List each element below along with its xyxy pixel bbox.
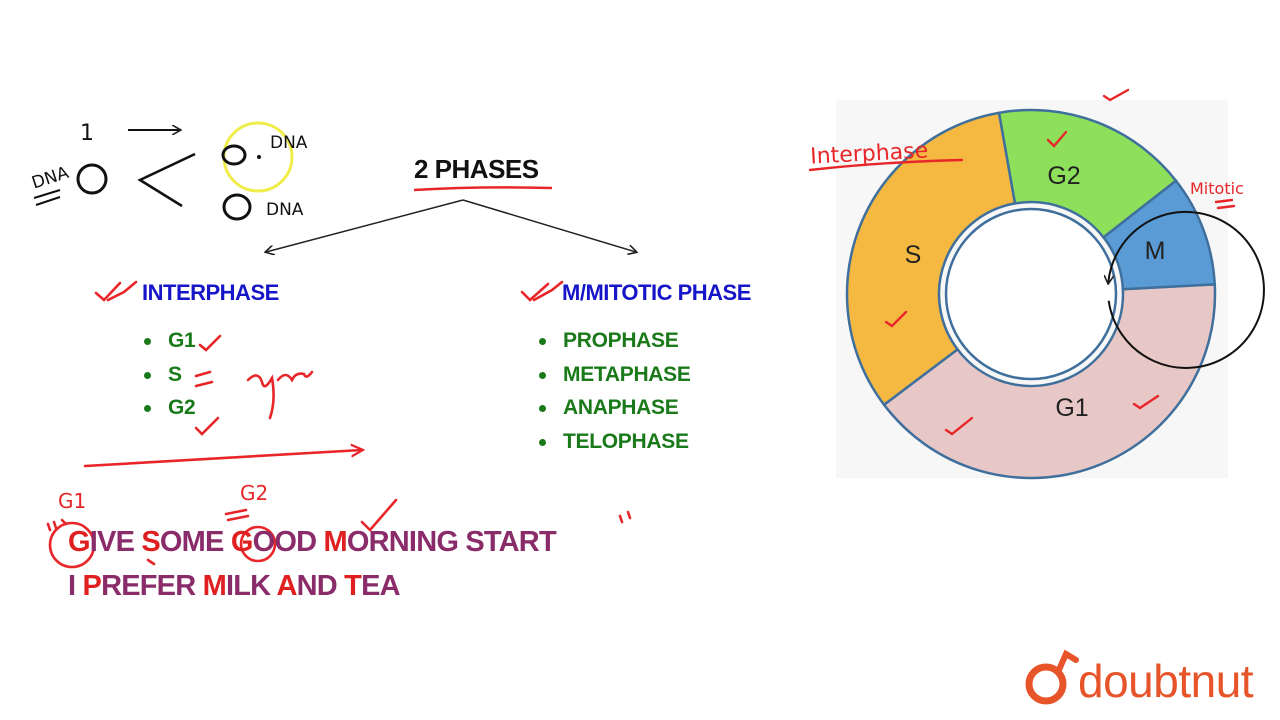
mnemonic-text: REFER bbox=[101, 570, 203, 602]
red-annotations-donut bbox=[808, 88, 1236, 436]
mnemonic-text: I bbox=[68, 570, 83, 602]
doubtnut-logo-mark bbox=[1025, 649, 1079, 705]
mnemonic-initial: G bbox=[68, 526, 91, 558]
mnemonic-initial: A bbox=[276, 570, 297, 602]
mnemonic-initial: G bbox=[230, 526, 254, 558]
mnemonic-text: ND bbox=[296, 570, 345, 602]
syn-scribble bbox=[246, 370, 314, 420]
check-mitotic bbox=[520, 280, 564, 302]
check-g2 bbox=[194, 416, 220, 436]
list-item: G1 bbox=[142, 324, 196, 358]
mitotic-list: PROPHASE METAPHASE ANAPHASE TELOPHASE bbox=[537, 324, 691, 458]
segment-g2 bbox=[997, 108, 1178, 240]
mnemonic-line-interphase: GIVE SOME GOOD MORNING START bbox=[68, 526, 557, 559]
split-bracket bbox=[137, 152, 196, 208]
mnemonic-text: ORNING START bbox=[346, 526, 557, 558]
mnemonic-text: IVE bbox=[89, 526, 142, 558]
cycle-arrow bbox=[1108, 210, 1265, 369]
hand-dna-left: DNA bbox=[29, 163, 71, 194]
g2-underline bbox=[224, 508, 250, 522]
arrow-to-interphase bbox=[266, 199, 464, 252]
donut-segments bbox=[845, 108, 1217, 480]
segment-label-g1: G1 bbox=[1055, 394, 1088, 422]
quote-open bbox=[46, 520, 58, 532]
hand-one: 1 bbox=[80, 121, 94, 146]
circle-g-second bbox=[239, 525, 277, 563]
check-g1-seg bbox=[944, 416, 974, 436]
underline-interphase bbox=[808, 158, 964, 172]
hand-g2: G2 bbox=[240, 481, 268, 505]
quote-close bbox=[618, 510, 632, 524]
tick-s bbox=[146, 558, 156, 566]
check-interphase bbox=[94, 280, 138, 302]
title-underline bbox=[413, 186, 553, 192]
mnemonic-text: EA bbox=[361, 570, 400, 602]
segment-label-m: M bbox=[1145, 237, 1166, 265]
mitotic-dash bbox=[1214, 198, 1236, 210]
list-item: G2 bbox=[142, 391, 196, 425]
check-g1-seg-2 bbox=[1132, 394, 1160, 410]
cell-cycle-diagram: G1 S G2M bbox=[836, 100, 1265, 480]
mnemonic-initial: M bbox=[323, 526, 348, 558]
check-top bbox=[1102, 88, 1130, 102]
interphase-heading: INTERPHASE bbox=[142, 280, 279, 305]
segment-label-s: S bbox=[905, 241, 922, 269]
mnemonic-text: OOD bbox=[252, 526, 324, 558]
list-item: ANAPHASE bbox=[537, 391, 691, 425]
list-item: PROPHASE bbox=[537, 324, 691, 358]
mnemonic-initial: P bbox=[82, 570, 102, 602]
hand-interphase: Interphase bbox=[810, 138, 929, 169]
donut-hole bbox=[944, 207, 1118, 381]
arrow-to-mitotic bbox=[462, 199, 636, 252]
dna-circle-parent bbox=[76, 163, 108, 195]
doubtnut-logo-text: doubtnut bbox=[1078, 655, 1254, 707]
list-item: TELOPHASE bbox=[537, 425, 691, 459]
hand-mitotic: Mitotic bbox=[1190, 179, 1244, 198]
list-item: METAPHASE bbox=[537, 358, 691, 392]
dna-circle-top bbox=[221, 144, 247, 166]
check-g1 bbox=[198, 334, 222, 352]
mnemonic-initial: M bbox=[202, 570, 227, 602]
hand-dna-bottom: DNA bbox=[266, 200, 304, 220]
segment-s bbox=[845, 111, 1017, 407]
mnemonic-text: ILK bbox=[225, 570, 277, 602]
list-item: S bbox=[142, 358, 195, 392]
dna-replication-sketch: 1 DNA DNA DNA bbox=[29, 121, 308, 221]
check-morning bbox=[360, 498, 398, 532]
mnemonic-initial: T bbox=[344, 570, 362, 602]
red-long-arrow bbox=[83, 450, 362, 468]
title-two-phases: 2 PHASES bbox=[414, 154, 539, 184]
hand-dna-top: DNA bbox=[270, 133, 308, 153]
mnemonic-line-mitosis: I PREFER MILK AND TEA bbox=[68, 570, 401, 603]
dot bbox=[257, 155, 261, 159]
check-g2-seg bbox=[1046, 130, 1068, 148]
hand-g1: G1 bbox=[58, 489, 86, 513]
check-s-seg bbox=[884, 310, 908, 328]
hand-equal-mark bbox=[33, 189, 61, 206]
circle-g bbox=[48, 521, 96, 569]
segment-label-g2: G2 bbox=[1047, 162, 1080, 190]
segment-g1 bbox=[882, 283, 1217, 480]
mnemonic-initial: S bbox=[141, 526, 160, 558]
segment-m bbox=[1101, 178, 1217, 291]
dna-circle-bottom bbox=[222, 193, 252, 221]
mnemonic-text: OME bbox=[159, 526, 231, 558]
donut-labels: G1 S G2M bbox=[905, 162, 1166, 422]
mitotic-heading: M/MITOTIC PHASE bbox=[562, 280, 751, 305]
interphase-list: G1 S G2 bbox=[142, 324, 196, 425]
quote-marks-a bbox=[60, 518, 68, 526]
dash-s bbox=[194, 370, 214, 388]
